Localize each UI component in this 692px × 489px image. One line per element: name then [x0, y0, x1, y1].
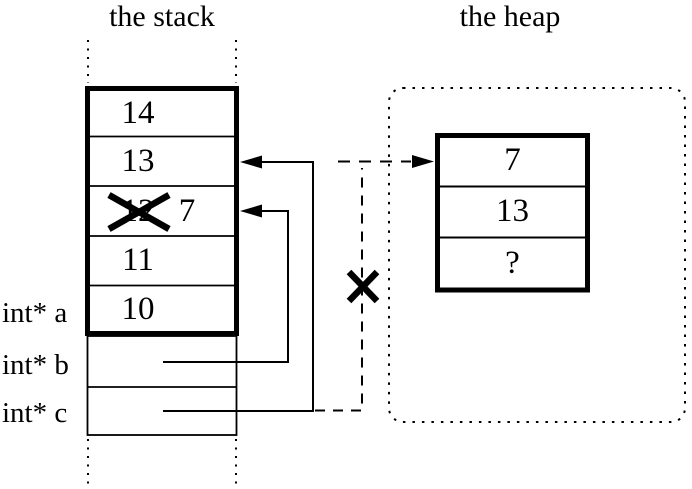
- pointer-b-arrowhead-icon: [240, 204, 262, 218]
- deleted-pointer-x-icon: [346, 269, 380, 304]
- stack-cell-value-11: 11: [122, 242, 154, 278]
- stack-cell-value-10: 10: [121, 291, 155, 327]
- heap-object-box: [435, 133, 590, 293]
- stack-frame-box: [85, 86, 239, 336]
- stack-cell-new-value-7: 7: [178, 193, 196, 229]
- variable-label-a: int* a: [2, 297, 68, 329]
- stack-title: the stack: [109, 0, 215, 33]
- pointer-c-line: [163, 161, 314, 412]
- stack-cell-value-14: 14: [121, 95, 155, 131]
- dangling-pointer-dashed-line: [315, 168, 363, 412]
- heap-cell-value-13: 13: [496, 193, 529, 229]
- heap-cell-value-7: 7: [504, 142, 521, 178]
- cross-out-x-icon: [107, 192, 171, 232]
- heap-cell-value-unknown: ?: [505, 245, 520, 281]
- pointer-variable-cells-box: [86, 335, 238, 436]
- variable-label-b: int* b: [2, 349, 69, 381]
- pointer-c-arrowhead-icon: [240, 155, 262, 169]
- dangling-pointer-arrowhead-icon: [412, 155, 434, 168]
- heap-region-dotted-box: [388, 87, 686, 423]
- variable-label-c: int* c: [2, 397, 68, 429]
- pointer-b-line: [163, 210, 289, 363]
- heap-title: the heap: [459, 0, 561, 33]
- stack-cell-value-13: 13: [121, 143, 155, 179]
